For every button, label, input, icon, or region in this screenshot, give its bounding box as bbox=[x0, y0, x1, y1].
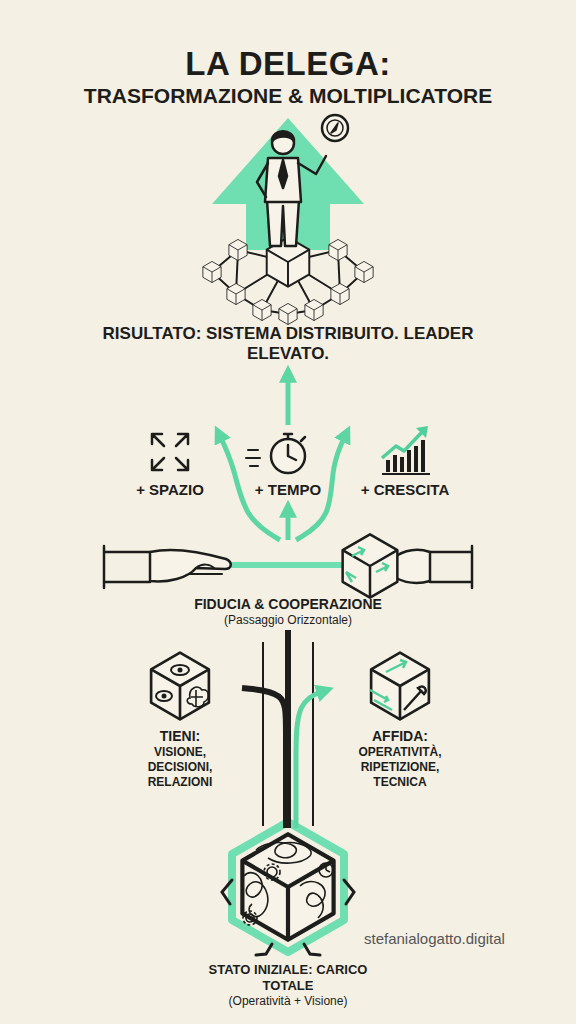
keep-node: TIENI:VISIONE, DECISIONI, RELAZIONI bbox=[120, 646, 240, 792]
burden-cube bbox=[222, 822, 354, 955]
leader-figure bbox=[257, 115, 348, 246]
node-body: (Operatività + Visione) bbox=[200, 994, 376, 1009]
start-node: STATO INIZIALE: CARICO TOTALE(Operativit… bbox=[198, 828, 378, 1011]
node-heading: + TEMPO bbox=[245, 481, 331, 499]
node-body: OPERATIVITÀ, RIPETIZIONE, TECNICA bbox=[335, 745, 465, 790]
node-heading: + CRESCITA bbox=[347, 481, 463, 499]
benefit-node: + CRESCITA bbox=[345, 425, 465, 501]
subtitle: TRASFORMAZIONE & MOLTIPLICATORE bbox=[10, 84, 566, 108]
node-heading: AFFIDA: bbox=[335, 728, 465, 745]
handover-node: FIDUCIA & COOPERAZIONE(Passaggio Orizzon… bbox=[98, 540, 478, 630]
node-heading: RISULTATO: SISTEMA DISTRIBUITO. LEADER E… bbox=[90, 324, 486, 364]
node-heading: FIDUCIA & COOPERAZIONE bbox=[100, 596, 476, 613]
growth-icon bbox=[382, 426, 430, 474]
benefit-node: + TEMPO bbox=[243, 425, 333, 501]
connector bbox=[286, 507, 291, 540]
title: LA DELEGA: bbox=[18, 46, 558, 82]
keep-cube bbox=[151, 653, 209, 720]
node-body: VISIONE, DECISIONI, RELAZIONI bbox=[122, 745, 238, 790]
stopwatch-icon bbox=[246, 434, 305, 473]
space-icon bbox=[152, 434, 188, 470]
node-body: (Passaggio Orizzontale) bbox=[100, 613, 476, 628]
connector bbox=[286, 372, 291, 425]
benefit-node: + SPAZIO bbox=[120, 425, 220, 501]
hands bbox=[104, 546, 472, 588]
connector bbox=[296, 690, 327, 828]
node-heading: + SPAZIO bbox=[122, 481, 218, 499]
result-node: RISULTATO: SISTEMA DISTRIBUITO. LEADER E… bbox=[88, 322, 488, 366]
handover-glow bbox=[226, 562, 346, 568]
watermark: stefanialogatto.digital bbox=[364, 930, 568, 948]
node-heading: STATO INIZIALE: CARICO TOTALE bbox=[200, 962, 376, 994]
handed-cube bbox=[343, 534, 398, 597]
node-heading: TIENI: bbox=[122, 728, 238, 745]
delegate-node: AFFIDA:OPERATIVITÀ, RIPETIZIONE, TECNICA bbox=[333, 646, 467, 792]
connector bbox=[242, 688, 286, 828]
delegate-cube bbox=[370, 653, 429, 720]
